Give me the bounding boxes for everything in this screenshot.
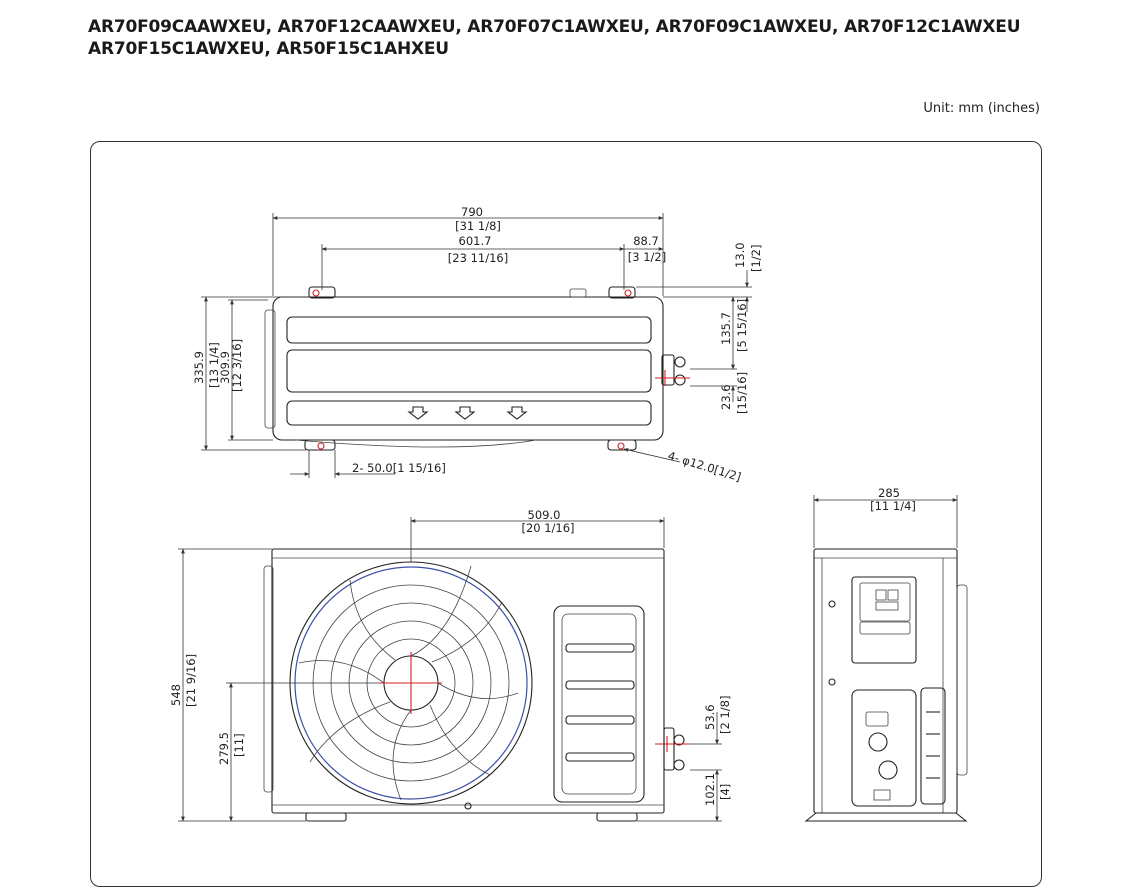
- front-height-mm: 548: [169, 684, 183, 706]
- foot-width-label: 2- 50.0[1 15/16]: [352, 461, 446, 475]
- fan-offset-in: [20 1/16]: [521, 521, 574, 535]
- side-view: 285 [11 1/4]: [804, 486, 968, 822]
- depth-in: [13 1/4]: [207, 342, 221, 388]
- model-list-line-1: AR70F09CAAWXEU, AR70F12CAAWXEU, AR70F07C…: [88, 17, 1021, 37]
- pipe-height-in: [5 15/16]: [735, 299, 749, 352]
- top-view: 790 [31 1/8] 601.7 [23 11/16] 88.7 [3 1/…: [192, 205, 763, 484]
- inner-depth-in: [12 3/16]: [230, 339, 244, 392]
- pipe-base-in: [4]: [718, 784, 732, 800]
- model-list: AR70F09CAAWXEU, AR70F12CAAWXEU, AR70F07C…: [88, 16, 1021, 60]
- pipe-gap-in: [15/16]: [735, 372, 749, 414]
- inner-depth-mm: 309.9: [218, 351, 232, 384]
- top-offset-in: [1/2]: [749, 245, 763, 272]
- top-offset-mm: 13.0: [733, 242, 747, 268]
- mount-span-in: [23 11/16]: [448, 251, 508, 265]
- front-view: 509.0 [20 1/16] 548 [21 9/16] 279.5 [11]…: [169, 508, 732, 822]
- side-depth-mm: 285: [878, 486, 900, 500]
- drawing-frame: [90, 141, 1042, 887]
- front-height-in: [21 9/16]: [184, 654, 198, 707]
- top-width-mm: 790: [461, 205, 483, 219]
- unit-label: Unit: mm (inches): [923, 101, 1040, 116]
- fan-offset-mm: 509.0: [528, 508, 561, 522]
- model-list-line-2: AR70F15C1AWXEU, AR50F15C1AHXEU: [88, 39, 449, 59]
- mount-span-mm: 601.7: [459, 234, 492, 248]
- pipe-height-mm: 135.7: [719, 312, 733, 345]
- fan-center-in: [11]: [232, 733, 246, 757]
- pipe-gap-mm: 23.6: [719, 384, 733, 410]
- right-offset-in: [3 1/2]: [628, 250, 666, 264]
- fan-center-mm: 279.5: [217, 732, 231, 765]
- side-depth-in: [11 1/4]: [870, 499, 916, 513]
- right-offset-mm: 88.7: [633, 234, 659, 248]
- pipe-base-mm: 102.1: [703, 773, 717, 806]
- top-width-in: [31 1/8]: [455, 219, 501, 233]
- front-pipe-gap-in: [2 1/8]: [718, 696, 732, 734]
- depth-mm: 335.9: [192, 351, 206, 384]
- mount-hole-label: 4- φ12.0[1/2]: [666, 448, 743, 484]
- front-pipe-gap-mm: 53.6: [703, 704, 717, 730]
